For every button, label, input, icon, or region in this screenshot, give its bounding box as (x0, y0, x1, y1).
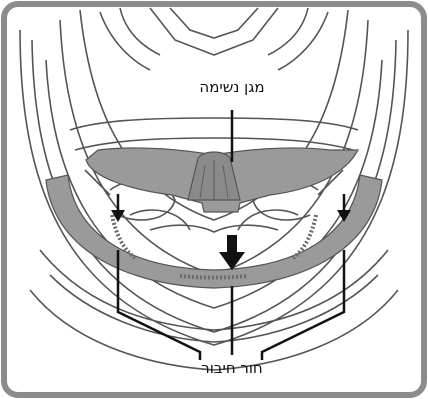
attachment-slot-label: חור חיבור (201, 359, 263, 377)
breath-guard-label: מגן נשימה (199, 78, 264, 96)
